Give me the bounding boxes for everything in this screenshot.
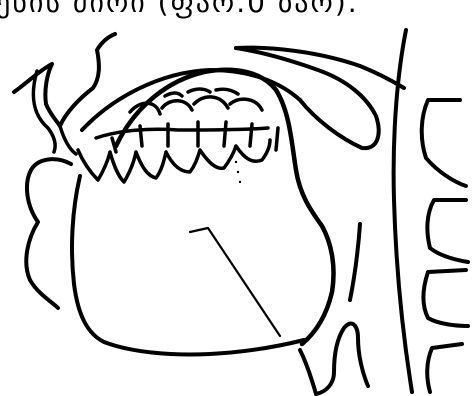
pointer-line bbox=[190, 228, 280, 336]
lower-lip-outline bbox=[26, 159, 71, 308]
vertebra-1 bbox=[422, 100, 466, 186]
pharyngeal-wall-line bbox=[394, 30, 412, 392]
lower-jaw-outline bbox=[72, 176, 304, 355]
tongue-outline bbox=[116, 70, 334, 344]
vertebra-3 bbox=[424, 270, 469, 326]
vertebra-2 bbox=[427, 200, 468, 262]
pharynx-wall bbox=[350, 224, 360, 300]
vertebra-4 bbox=[427, 344, 462, 392]
dot-marks bbox=[235, 161, 241, 183]
lower-teeth bbox=[78, 140, 270, 182]
upper-lip-edge bbox=[60, 126, 76, 154]
upper-teeth-roots bbox=[112, 122, 278, 152]
